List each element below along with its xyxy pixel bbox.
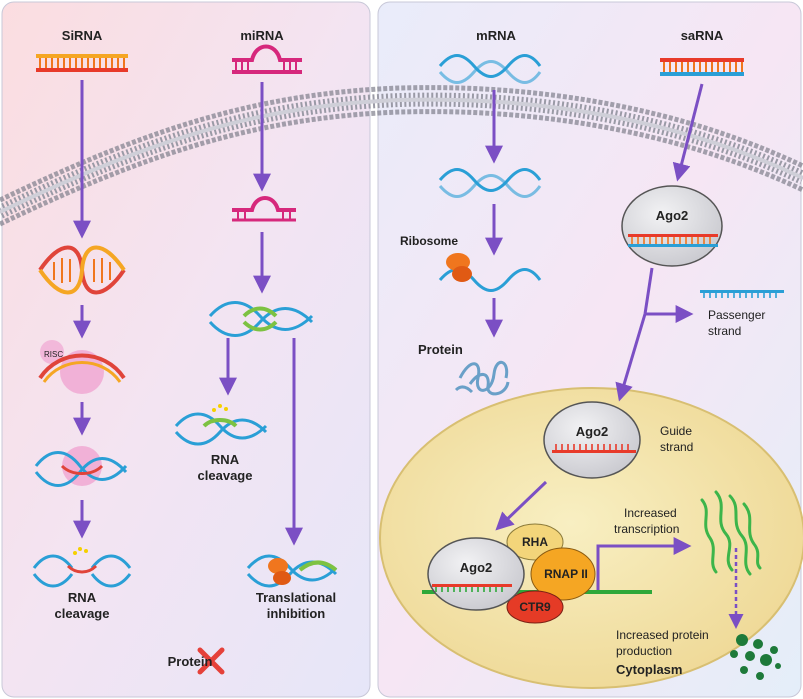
arrow-to-nucleus-b <box>615 313 647 402</box>
arrow-to-nucleus-a <box>643 267 654 315</box>
ctr9-protein <box>506 590 564 624</box>
increased-protein-line2: production <box>616 644 673 658</box>
sarna-duplex-icon <box>660 58 744 76</box>
rnap-ii-label: RNAP II <box>544 567 588 581</box>
rha-label: RHA <box>522 535 548 549</box>
sirna-cleavage-line1: RNA <box>67 590 97 605</box>
passenger-strand-line2: strand <box>708 324 742 338</box>
translational-inhibition-icon <box>246 554 338 588</box>
protein-blocked-label: Protein <box>167 654 213 669</box>
risc-loaded-sirna-icon <box>38 340 126 394</box>
cleaved-mrna-icon <box>32 547 132 588</box>
sarna-title: saRNA <box>680 28 724 43</box>
guide-strand-line1: Guide <box>660 424 693 438</box>
increased-transcription-line1: Increased <box>624 506 677 520</box>
sirna-target-mrna-icon <box>34 446 128 487</box>
rna-transcripts-icon <box>700 490 762 576</box>
ago2-cytoplasm-complex <box>621 185 723 267</box>
transcription-arrow <box>596 537 692 590</box>
ago2-cytoplasm-label: Ago2 <box>655 208 689 223</box>
guide-strand-line2: strand <box>660 440 694 454</box>
rnap-ii-protein <box>530 547 596 601</box>
ctr9-label: CTR9 <box>519 600 551 614</box>
protein-label: Protein <box>418 342 463 357</box>
ago2-guide-complex <box>543 401 641 479</box>
mirna-title: miRNA <box>240 28 284 43</box>
cell-membrane <box>0 85 803 227</box>
arrow-to-promoter <box>495 480 548 531</box>
mirna-cleavage-line2: cleavage <box>197 468 253 483</box>
ribosome-on-mrna-icon <box>438 253 542 292</box>
mrna-title: mRNA <box>476 28 516 43</box>
protein-blocked-x-icon <box>197 647 225 675</box>
passenger-strand-line1: Passenger <box>708 308 766 322</box>
ago2-promoter-complex <box>427 537 525 611</box>
mrna-cytoplasm-icon <box>438 168 542 198</box>
sirna-helix-icon <box>38 245 126 295</box>
cytoplasm-label: Cytoplasm <box>616 662 683 677</box>
mirna-hairpin-icon <box>232 44 302 74</box>
increased-protein-line1: Increased protein <box>616 628 709 642</box>
nucleus <box>379 387 803 689</box>
passenger-strand-icon <box>700 290 784 298</box>
translational-line1: Translational <box>255 590 337 605</box>
sirna-duplex-icon <box>36 54 128 72</box>
sirna-title: SiRNA <box>61 28 103 43</box>
arrow-sarna-1 <box>672 83 704 182</box>
sirna-cleavage-line2: cleavage <box>54 606 110 621</box>
ribosome-label: Ribosome <box>400 234 459 248</box>
risc-label: RISC <box>44 350 64 359</box>
mirna-cleaved-mrna-icon <box>174 404 268 446</box>
ago2-complex-label: Ago2 <box>459 560 493 575</box>
mrna-wave-icon <box>438 54 542 84</box>
ago2-nucleus-label: Ago2 <box>575 424 609 439</box>
increased-transcription-line2: transcription <box>614 522 680 536</box>
mirna-cleavage-line1: RNA <box>210 452 240 467</box>
mirna-processed-icon <box>232 196 296 222</box>
protein-structure-icon <box>454 361 510 396</box>
protein-dots-icon <box>730 634 781 680</box>
mirna-mrna-duplex-icon <box>208 301 314 337</box>
translational-line2: inhibition <box>266 606 326 621</box>
